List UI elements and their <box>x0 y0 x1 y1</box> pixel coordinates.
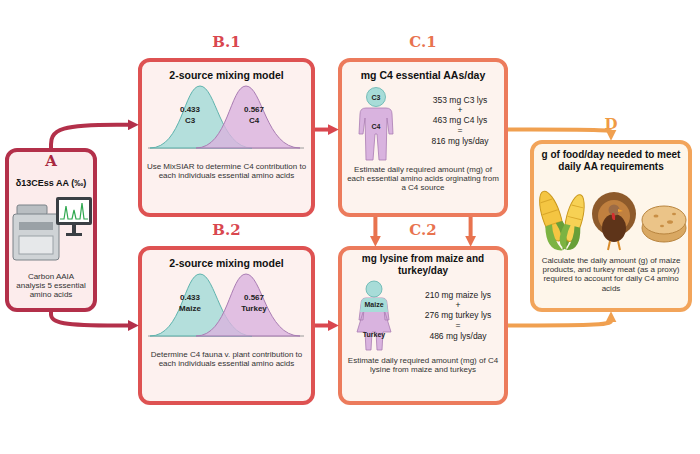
kernel-row <box>568 216 582 219</box>
cob <box>561 193 588 243</box>
turkey-body <box>602 214 626 242</box>
tortilla-spot <box>660 225 664 227</box>
step-description: Calculate the daily amount (g) of maize … <box>538 256 684 293</box>
cob <box>535 189 568 244</box>
person-figure <box>359 88 393 161</box>
flow-arrow <box>315 128 330 132</box>
flow-arrow <box>51 125 130 148</box>
baseline <box>148 336 304 337</box>
kernel-row <box>546 221 561 226</box>
turkey-wattle <box>612 213 616 220</box>
step-box: C.1mg C4 essential AAs/dayEstimate daily… <box>338 58 508 217</box>
chromatogram-peaks <box>60 203 88 219</box>
step-title: δ13CEss AA (‰) <box>13 178 89 188</box>
step-description: Use MixSIAR to determine C4 contribution… <box>146 162 307 180</box>
tail-inner <box>598 200 630 232</box>
step-letter: C.1 <box>342 35 504 50</box>
step-letter: D <box>534 117 688 132</box>
step-description: Determine C4 fauna v. plant contribution… <box>146 350 307 368</box>
kernel-row <box>541 199 552 203</box>
tortilla-spot <box>654 215 659 218</box>
instrument-panel <box>19 222 53 230</box>
c4-distribution <box>196 86 300 148</box>
step-letter: A <box>9 154 93 169</box>
tortilla-spot <box>667 220 673 224</box>
step-title: mg lysine from maize and turkey/day <box>346 253 500 276</box>
kernel-row <box>572 205 584 208</box>
step-title: 2-source mixing model <box>146 257 307 269</box>
instrument-door <box>19 236 53 254</box>
step-letter: B.2 <box>142 223 311 238</box>
tortilla-stack <box>642 206 686 242</box>
step-box: Aδ13CEss AA (‰) Carbon AAIA analysis 5 es… <box>5 148 97 312</box>
gc-instrument <box>13 197 92 260</box>
corn-cob <box>533 188 573 254</box>
husk <box>554 220 573 250</box>
step-description: Estimate daily required amount (mg) of C… <box>346 356 500 374</box>
step-description: Estimate daily required amount (mg) of e… <box>346 165 500 193</box>
person-figure <box>357 281 391 350</box>
instrument-body <box>13 214 59 260</box>
tortilla-spot <box>672 213 676 215</box>
step-box: B.12-source mixing modelUse MixSIAR to d… <box>138 58 315 217</box>
tortilla <box>642 206 686 234</box>
maize-distribution <box>150 274 252 336</box>
turkey-distribution <box>196 274 300 336</box>
person-head <box>366 281 382 297</box>
flow-arrow <box>373 217 377 238</box>
turkey-figure <box>592 192 636 250</box>
step-box: B.22-source mixing modelDetermine C4 fau… <box>138 246 315 405</box>
monitor-screen <box>59 200 89 222</box>
turkey-beak <box>618 209 623 212</box>
turkey-leg <box>618 241 620 250</box>
person-upper <box>357 298 391 312</box>
tail-fan <box>592 192 636 236</box>
step-title: 2-source mixing model <box>146 69 307 81</box>
person-body <box>359 108 393 160</box>
mixing-curves <box>148 274 304 336</box>
person-lower <box>357 298 391 350</box>
flow-arrow <box>469 217 473 238</box>
monitor-stand <box>72 225 76 233</box>
c3-distribution <box>150 86 252 148</box>
husk <box>543 224 562 254</box>
baseline <box>148 148 304 149</box>
step-letter: C.2 <box>342 223 504 238</box>
step-letter: B.1 <box>142 35 311 50</box>
mixing-curves <box>148 86 304 148</box>
monitor-frame <box>56 197 92 225</box>
flow-arrow <box>508 320 611 326</box>
person-head <box>367 88 386 107</box>
step-title: g of food/day needed to meet daily AA re… <box>538 149 684 172</box>
flow-arrow <box>51 312 130 326</box>
turkey-leg <box>608 241 610 250</box>
corn-cob <box>557 192 590 252</box>
step-box: C.2mg lysine from maize and turkey/dayEs… <box>338 246 508 405</box>
step-description: Carbon AAIA analysis 5 essential amino a… <box>13 272 89 300</box>
step-box: Dg of food/day needed to meet daily AA r… <box>530 140 692 312</box>
turkey-head <box>609 205 620 216</box>
step-title: mg C4 essential AAs/day <box>346 69 500 81</box>
husk <box>557 223 573 250</box>
flow-arrow <box>508 130 611 132</box>
husk <box>567 226 583 253</box>
tortilla <box>642 214 686 242</box>
kernel-row <box>543 210 558 215</box>
flow-arrow <box>315 324 330 328</box>
instrument-top <box>17 205 47 215</box>
monitor-foot <box>66 233 82 236</box>
